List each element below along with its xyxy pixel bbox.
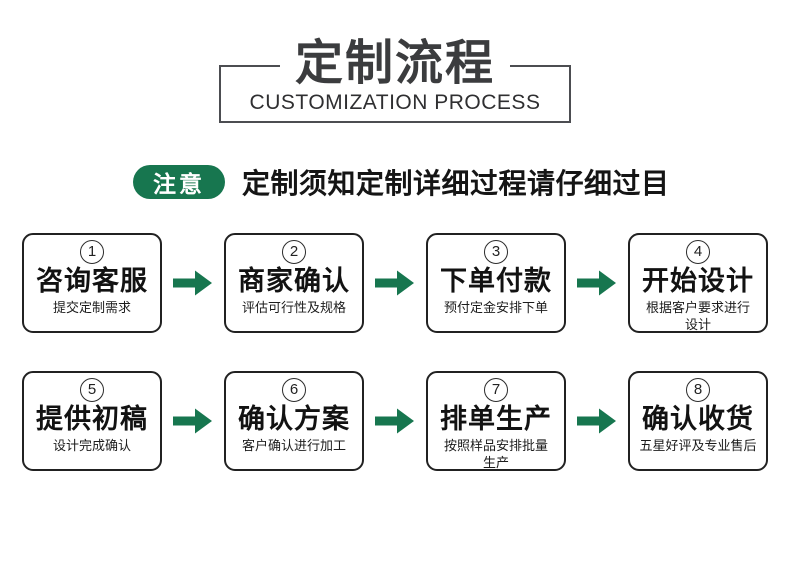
step-title: 开始设计 xyxy=(642,266,754,296)
step-card-2: 2 商家确认 评估可行性及规格 xyxy=(224,233,364,333)
step-card-3: 3 下单付款 预付定金安排下单 xyxy=(426,233,566,333)
arrow-right-icon xyxy=(577,270,616,296)
step-title: 确认方案 xyxy=(238,404,350,434)
arrow-right-icon xyxy=(173,408,212,434)
flow-arrow xyxy=(566,269,628,297)
step-subtitle: 根据客户要求进行 设计 xyxy=(645,300,750,332)
step-subtitle: 五星好评及专业售后 xyxy=(639,438,757,454)
step-subtitle: 评估可行性及规格 xyxy=(241,300,346,316)
step-title: 排单生产 xyxy=(440,404,552,434)
arrow-right-icon xyxy=(173,270,212,296)
notice-badge: 注意 xyxy=(133,165,225,199)
step-number-badge: 6 xyxy=(282,378,306,402)
step-number-badge: 8 xyxy=(686,378,710,402)
page-title: 定制流程 xyxy=(279,36,511,92)
notice-text: 定制须知定制详细过程请仔细过目 xyxy=(242,168,670,199)
title-frame: 定制流程 CUSTOMIZATION PROCESS xyxy=(219,36,571,123)
step-number-badge: 7 xyxy=(484,378,508,402)
step-number-badge: 3 xyxy=(484,240,508,264)
flow-arrow xyxy=(162,407,224,435)
step-card-4: 4 开始设计 根据客户要求进行 设计 xyxy=(628,233,768,333)
page-subtitle: CUSTOMIZATION PROCESS xyxy=(249,91,541,114)
step-card-5: 5 提供初稿 设计完成确认 xyxy=(22,371,162,471)
arrow-right-icon xyxy=(577,408,616,434)
header: 定制流程 CUSTOMIZATION PROCESS xyxy=(219,36,571,123)
flow-arrow xyxy=(364,407,426,435)
step-card-1: 1 咨询客服 提交定制需求 xyxy=(22,233,162,333)
step-title: 下单付款 xyxy=(440,266,552,296)
step-number: 2 xyxy=(289,243,299,260)
step-number-badge: 5 xyxy=(80,378,104,402)
step-number-badge: 4 xyxy=(686,240,710,264)
notice-row: 注意 定制须知定制详细过程请仔细过目 xyxy=(133,162,790,202)
step-title: 确认收货 xyxy=(642,404,754,434)
step-subtitle: 提交定制需求 xyxy=(52,300,131,316)
flow-arrow xyxy=(364,269,426,297)
step-card-7: 7 排单生产 按照样品安排批量 生产 xyxy=(426,371,566,471)
customization-process-infographic: 定制流程 CUSTOMIZATION PROCESS 注意 定制须知定制详细过程… xyxy=(0,36,790,471)
step-subtitle: 按照样品安排批量 生产 xyxy=(443,438,548,470)
step-number: 6 xyxy=(289,381,299,398)
step-card-6: 6 确认方案 客户确认进行加工 xyxy=(224,371,364,471)
step-number-badge: 2 xyxy=(282,240,306,264)
step-title: 提供初稿 xyxy=(36,404,148,434)
flow-row-1: 1 咨询客服 提交定制需求 2 商家确认 评估可行性及规格 3 下单付款 预付定… xyxy=(22,233,768,333)
step-card-8: 8 确认收货 五星好评及专业售后 xyxy=(628,371,768,471)
step-number-badge: 1 xyxy=(80,240,104,264)
flow-arrow xyxy=(566,407,628,435)
arrow-right-icon xyxy=(375,270,414,296)
step-number: 3 xyxy=(491,243,501,260)
step-title: 咨询客服 xyxy=(36,266,148,296)
step-number: 5 xyxy=(87,381,97,398)
step-subtitle: 客户确认进行加工 xyxy=(241,438,346,454)
step-subtitle: 设计完成确认 xyxy=(52,438,131,454)
step-subtitle: 预付定金安排下单 xyxy=(443,300,548,316)
step-number: 8 xyxy=(693,381,703,398)
flow-arrow xyxy=(162,269,224,297)
step-number: 7 xyxy=(491,381,501,398)
flow-row-2: 5 提供初稿 设计完成确认 6 确认方案 客户确认进行加工 7 排单生产 按照样… xyxy=(22,371,768,471)
step-number: 1 xyxy=(87,243,97,260)
arrow-right-icon xyxy=(375,408,414,434)
step-title: 商家确认 xyxy=(238,266,350,296)
step-number: 4 xyxy=(693,243,703,260)
